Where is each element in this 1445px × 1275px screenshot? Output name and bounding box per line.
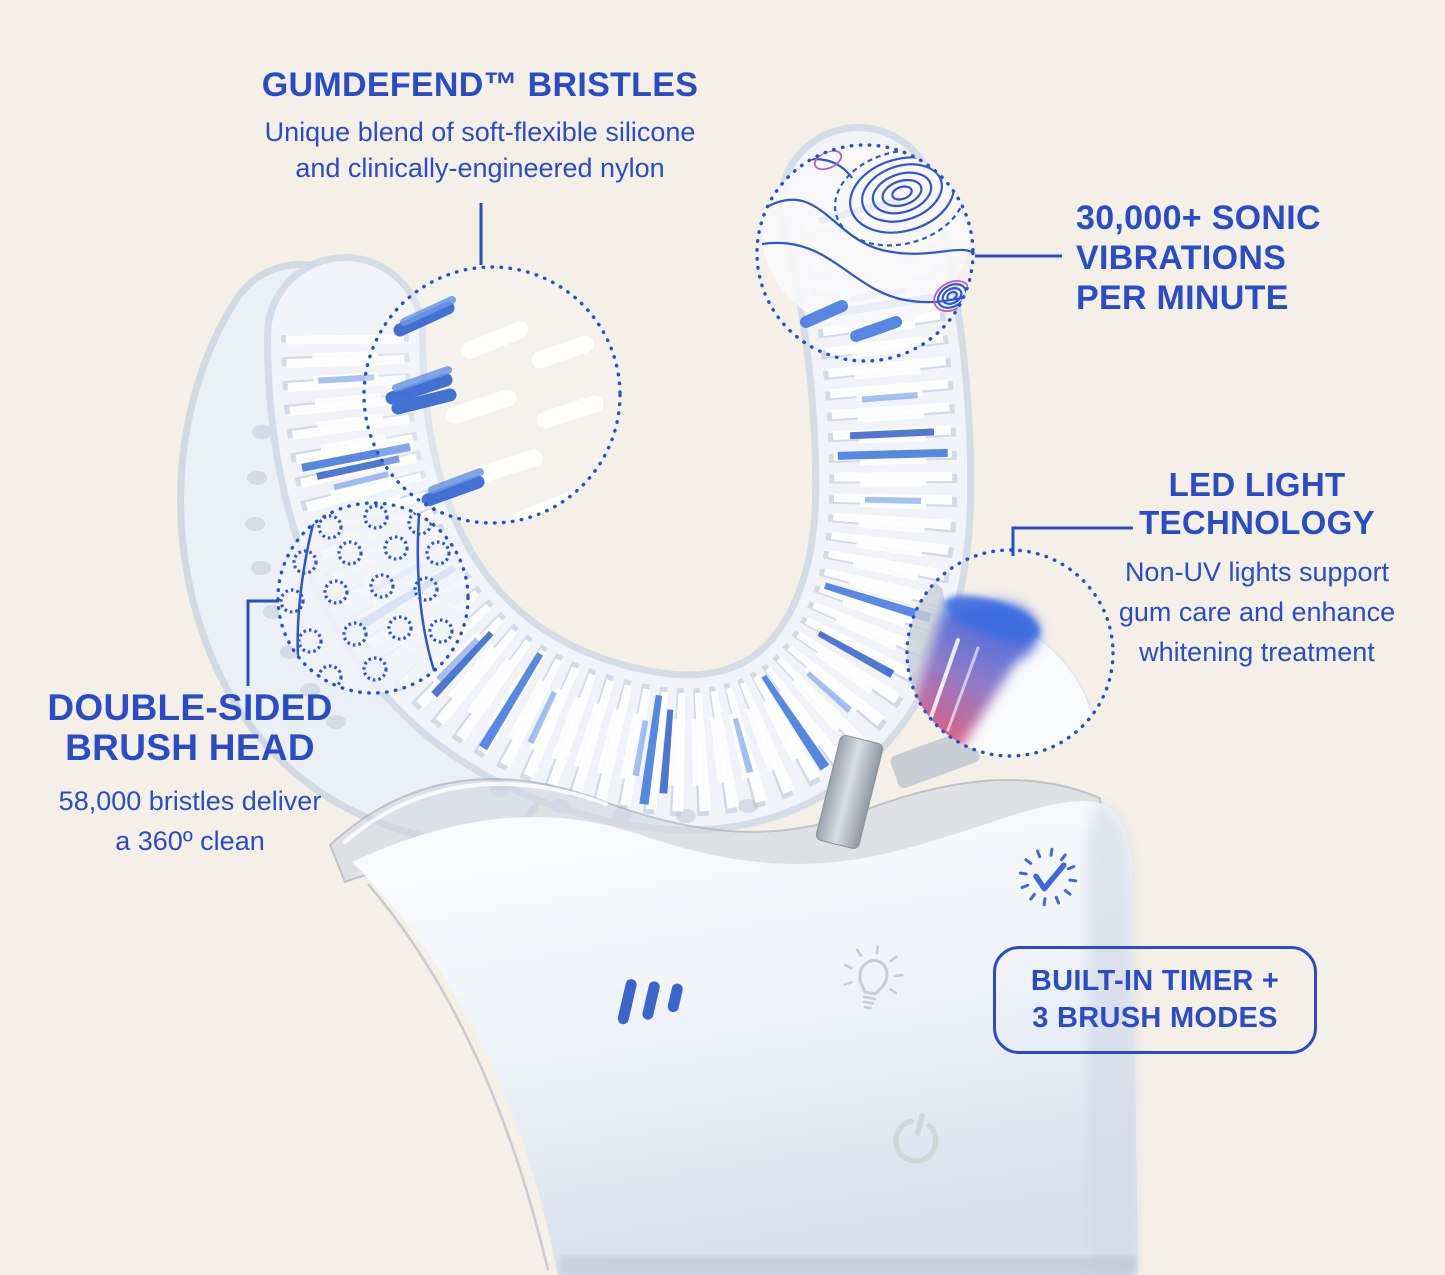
magnifier-circle-led	[905, 548, 1115, 758]
sonic-title-line: VIBRATIONS	[1076, 239, 1287, 277]
led-title-line: TECHNOLOGY	[1139, 504, 1375, 541]
led-body-line: gum care and enhance	[1118, 597, 1396, 627]
sonic-contour-detail	[761, 145, 973, 342]
double-sided-body-line: 58,000 bristles deliver	[58, 786, 322, 816]
double-sided-body-line: a 360º clean	[115, 826, 265, 856]
handle	[352, 801, 1138, 1275]
gumdefend-body-line: Unique blend of soft-flexible silicone	[264, 117, 696, 147]
callout-double-sided: DOUBLE-SIDED BRUSH HEAD 58,000 bristles …	[18, 688, 362, 861]
gumdefend-body-line: and clinically-engineered nylon	[295, 153, 665, 183]
light-bulb-icon	[843, 945, 904, 1010]
led-body-line: Non-UV lights support	[1124, 557, 1390, 587]
metal-stem	[815, 730, 980, 849]
sonic-title-line: PER MINUTE	[1076, 279, 1289, 317]
brand-logo-icon	[617, 979, 683, 1025]
led-body-line: whitening treatment	[1139, 637, 1375, 667]
callout-sonic: 30,000+ SONIC VIBRATIONS PER MINUTE	[1076, 198, 1321, 318]
gumdefend-title: GUMDEFEND™ BRISTLES	[261, 66, 699, 104]
callout-led: LED LIGHT TECHNOLOGY Non-UV lights suppo…	[1088, 466, 1426, 672]
timer-badge-line: BUILT-IN TIMER +	[1030, 965, 1280, 997]
magnifier-circle-tuft-pattern	[276, 501, 470, 695]
callout-gumdefend: GUMDEFEND™ BRISTLES Unique blend of soft…	[205, 66, 755, 186]
timer-badge: BUILT-IN TIMER + 3 BRUSH MODES	[993, 946, 1317, 1054]
tuft-pattern-detail	[278, 503, 468, 693]
power-button-icon	[893, 1112, 939, 1164]
timer-badge-line: 3 BRUSH MODES	[1032, 1002, 1278, 1034]
connector-led	[1011, 526, 1133, 556]
magnifier-circle-bristles	[362, 265, 622, 525]
handle-seam	[367, 883, 550, 1271]
double-sided-title-line: DOUBLE-SIDED	[47, 687, 333, 728]
led-title-line: LED LIGHT	[1168, 466, 1346, 503]
sonic-title-line: 30,000+ SONIC	[1076, 199, 1321, 237]
timer-checkmark-icon	[1018, 847, 1078, 907]
connector-double-sided	[246, 599, 279, 686]
magnifier-circle-sonic	[755, 143, 975, 363]
double-sided-title-line: BRUSH HEAD	[65, 727, 315, 768]
